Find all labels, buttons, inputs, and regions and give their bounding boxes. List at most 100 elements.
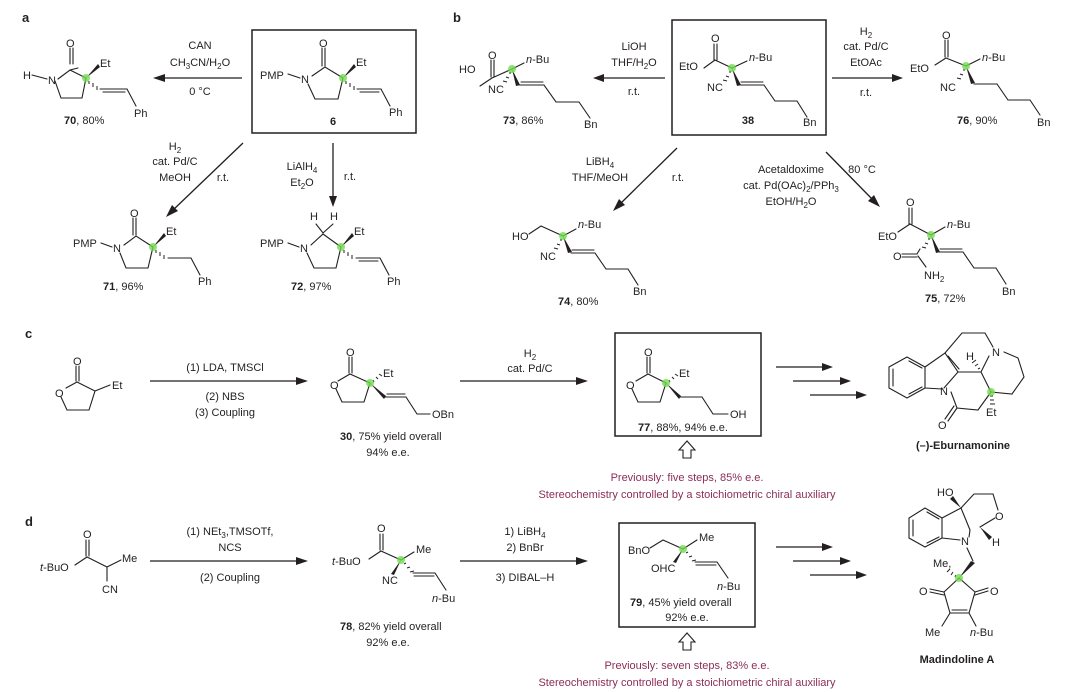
condition-text: 3) DIBAL–H (496, 572, 555, 584)
group-ho: HO (512, 231, 529, 243)
group-oh: OH (730, 409, 747, 421)
group-et: Et (166, 226, 176, 238)
compound-label: 75, 72% (925, 293, 966, 305)
comparison-note: Previously: five steps, 85% e.e. (611, 472, 764, 484)
compound-70: O H N Et Ph 70, 80% (23, 38, 147, 127)
condition-text: Acetaldoxime (758, 164, 824, 176)
group-obn: OBn (432, 409, 454, 421)
panel-label-d: d (25, 514, 33, 529)
condition-text: (2) NBS (205, 391, 244, 403)
group-n-bu: n-Bu (578, 219, 601, 231)
group-ph: Ph (134, 108, 147, 120)
group-me: Me (416, 544, 431, 556)
quaternary-center-highlight (339, 74, 347, 82)
group-eto: EtO (878, 231, 897, 243)
group-cn: CN (102, 584, 118, 596)
hollow-up-arrow-icon (677, 632, 697, 651)
atom-o: O (55, 388, 64, 400)
atom-o: O (938, 420, 947, 432)
atom-o: O (711, 33, 720, 45)
group-n-bu: n-Bu (526, 54, 549, 66)
condition-text: EtOAc (850, 57, 882, 69)
atom-n: N (301, 74, 309, 86)
reaction-arrow (618, 147, 678, 206)
atom-o: O (644, 347, 653, 359)
atom-o: O (919, 586, 928, 598)
group-et: Et (383, 368, 393, 380)
condition-text: NCS (218, 542, 241, 554)
compound-label: 77, 88%, 94% e.e. (638, 422, 728, 434)
compound-label: 30, 75% yield overall (340, 431, 442, 443)
group-ph: Ph (389, 107, 402, 119)
condition-text: H2 (524, 348, 537, 362)
group-eto: EtO (679, 61, 698, 73)
multistep-arrows (776, 543, 867, 579)
compound-38: O EtO n-Bu NC Bn 38 (679, 33, 816, 129)
quaternary-center-highlight (962, 62, 970, 70)
quaternary-center-highlight (337, 243, 345, 251)
quaternary-center-highlight (149, 243, 157, 251)
condition-text: (3) Coupling (195, 407, 255, 419)
compound-label: 76, 90% (957, 115, 998, 127)
compound-label: 73, 86% (503, 115, 544, 127)
target-name: Madindoline A (920, 654, 995, 666)
atom-o: O (319, 38, 328, 50)
group-nc: NC (382, 575, 398, 587)
comparison-note: Previously: seven steps, 83% e.e. (604, 660, 769, 672)
group-bn: Bn (1002, 286, 1015, 298)
quaternary-center-highlight (728, 64, 736, 72)
condition-text: THF/H2O (611, 57, 657, 71)
condition-text: r.t. (217, 172, 229, 184)
group-n-bu: n-Bu (947, 219, 970, 231)
condition-text: 2) BnBr (506, 542, 544, 554)
condition-text: r.t. (860, 87, 872, 99)
hollow-up-arrow-icon (677, 440, 697, 459)
group-et: Et (356, 57, 366, 69)
group-bn: Bn (633, 286, 646, 298)
compound-77: O O Et OH 77, 88%, 94% e.e. (626, 347, 747, 434)
group-et: Et (986, 407, 996, 419)
quaternary-center-highlight (987, 388, 995, 396)
comparison-note: Stereochemistry controlled by a stoichio… (538, 677, 836, 689)
group-et: Et (100, 58, 110, 70)
condition-text: MeOH (159, 172, 191, 184)
group-ph: Ph (387, 276, 400, 288)
group-me: Me (925, 627, 940, 639)
condition-text: Et2O (290, 177, 314, 191)
group-nc: NC (707, 82, 723, 94)
compound-6: PMP N O Et Ph 6 (260, 38, 402, 128)
multistep-arrows (776, 363, 867, 399)
group-ho: HO (459, 64, 476, 76)
condition-text: cat. Pd/C (152, 156, 197, 168)
panel-label-a: a (22, 10, 30, 25)
ee-text: 92% e.e. (665, 612, 708, 624)
atom-o: O (893, 251, 902, 263)
compound-30: O O Et OBn 30, 75% yield overall 94% e.e… (330, 347, 454, 459)
atom-o: O (377, 523, 386, 535)
panel-label-b: b (453, 10, 461, 25)
panel-c: c O O Et (1) LDA, TMSCl (2) NBS (3) Coup… (25, 326, 1025, 501)
group-nc: NC (488, 84, 504, 96)
quaternary-center-highlight (955, 574, 963, 582)
group-ho: HO (937, 487, 954, 499)
group-n-bu: n-Bu (717, 581, 740, 593)
atom-o: O (990, 586, 999, 598)
target-name: (–)-Eburnamonine (916, 440, 1010, 452)
boxed-compound-38 (671, 19, 827, 136)
compound-label: 74, 80% (558, 296, 599, 308)
condition-text: cat. Pd/C (843, 41, 888, 53)
group-nc: NC (940, 82, 956, 94)
atom-o: O (66, 38, 75, 50)
atom-o: O (83, 529, 92, 541)
condition-text: r.t. (344, 171, 356, 183)
quaternary-center-highlight (508, 65, 516, 73)
group-me: Me, (933, 558, 951, 570)
quaternary-center-highlight (662, 379, 670, 387)
quaternary-center-highlight (366, 379, 374, 387)
condition-text: r.t. (628, 86, 640, 98)
compound-tbu-cyanoester: O t-BuO Me CN (40, 529, 137, 596)
group-tbuo: t-BuO (40, 562, 69, 574)
reaction-arrow (171, 142, 244, 212)
group-nc: NC (540, 251, 556, 263)
compound-label: 6 (330, 116, 336, 128)
